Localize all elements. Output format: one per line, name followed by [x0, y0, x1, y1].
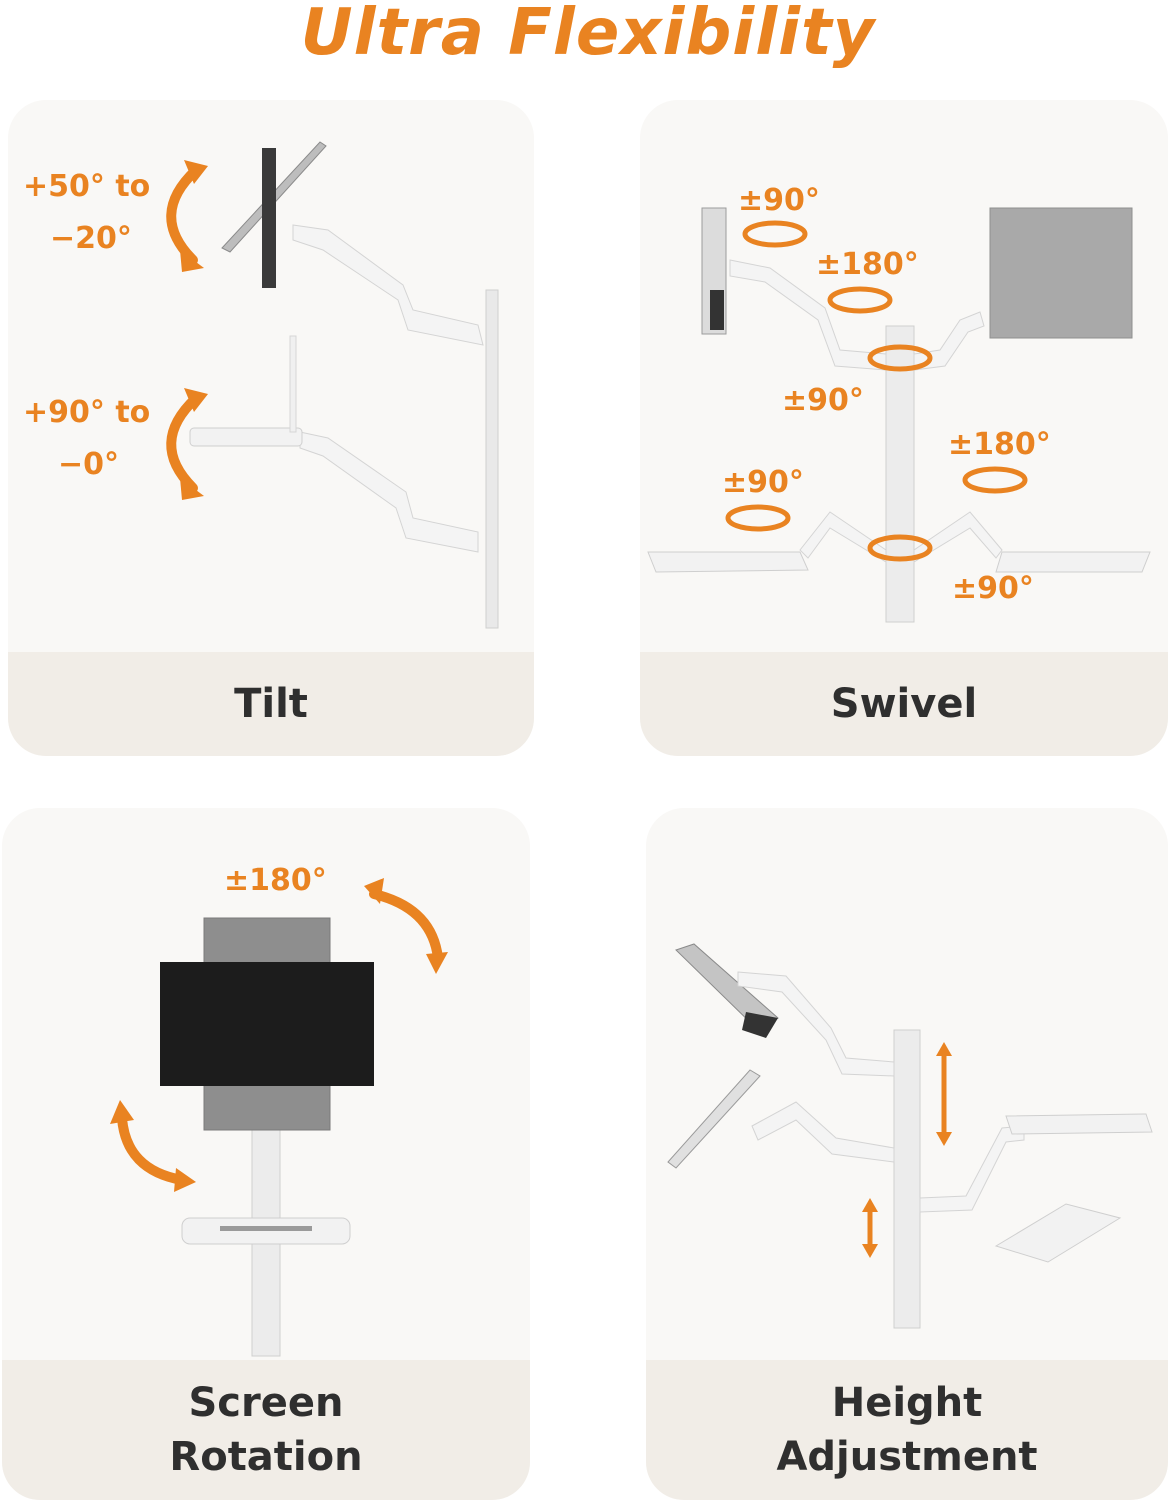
- screen-rotation-footer-line2: Rotation: [169, 1434, 363, 1480]
- tilt-label-upper-2: −20°: [50, 221, 132, 256]
- tilt-label-upper-1: +50° to: [23, 169, 151, 204]
- screen-rotation-illustration: [110, 878, 448, 1357]
- vertical-double-arrow-icon: [867, 1054, 947, 1246]
- tilt-card: +50° to −20° +90° to −0° Tilt: [8, 100, 534, 756]
- swivel-label-3: ±90°: [782, 383, 864, 418]
- height-adjustment-footer-line1: Height: [831, 1380, 983, 1426]
- height-adjustment-footer-line2: Adjustment: [776, 1434, 1038, 1480]
- height-adjustment-card: Height Adjustment: [646, 808, 1168, 1500]
- swivel-card: ±90° ±180° ±90° ±180° ±90° ±90° Swivel: [640, 100, 1168, 756]
- tilt-footer: Tilt: [8, 652, 534, 756]
- page-title: Ultra Flexibility: [300, 0, 876, 70]
- swivel-footer: Swivel: [640, 652, 1168, 756]
- tilt-label-lower-2: −0°: [58, 447, 120, 482]
- tilt-label-lower-1: +90° to: [23, 395, 151, 430]
- swivel-label-5: ±90°: [722, 465, 804, 500]
- rotation-label: ±180°: [224, 863, 327, 898]
- swivel-illustration: [647, 207, 1151, 623]
- tilt-illustration: [166, 141, 499, 629]
- swivel-label-1: ±90°: [738, 183, 820, 218]
- screen-rotation-footer: Screen Rotation: [2, 1360, 530, 1500]
- tilt-footer-label: Tilt: [234, 681, 308, 727]
- swivel-footer-label: Swivel: [830, 681, 978, 727]
- swivel-label-2: ±180°: [816, 247, 919, 282]
- screen-rotation-footer-line1: Screen: [188, 1380, 344, 1426]
- screen-rotation-card: ±180° Screen Rotation: [2, 808, 530, 1500]
- curved-double-arrow-icon: [166, 165, 201, 265]
- circular-rotation-arrow-icon: [725, 220, 1028, 562]
- height-adjustment-illustration: [667, 943, 1153, 1329]
- swivel-label-6: ±90°: [952, 571, 1034, 606]
- height-adjustment-footer: Height Adjustment: [646, 1360, 1168, 1500]
- swivel-label-4: ±180°: [948, 427, 1051, 462]
